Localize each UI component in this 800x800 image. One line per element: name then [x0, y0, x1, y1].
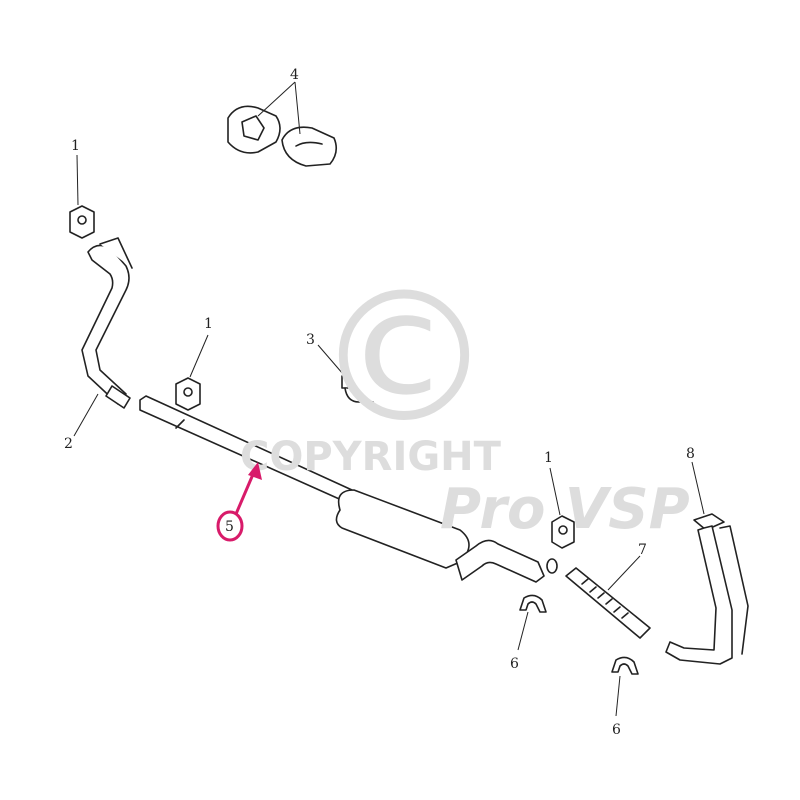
- callout-7: 7: [638, 542, 647, 558]
- callout-1-mid: 1: [204, 316, 213, 332]
- callout-3: 3: [306, 332, 315, 348]
- part-7-flex-pipe[interactable]: [565, 555, 651, 639]
- part-8-downpipe[interactable]: [665, 461, 749, 665]
- callout-8: 8: [686, 446, 695, 462]
- part-5-middle-pipe-muffler[interactable]: [139, 395, 558, 583]
- callout-1-right: 1: [544, 450, 553, 466]
- part-4-hangers[interactable]: [227, 81, 338, 167]
- watermark-symbol: ©: [314, 254, 494, 463]
- part-2-front-pipe[interactable]: [73, 237, 133, 437]
- callout-1-left: 1: [71, 138, 80, 154]
- callout-5: 5: [225, 519, 234, 535]
- watermark-copyright: COPYRIGHT: [240, 434, 502, 480]
- part-1-mount-left[interactable]: [69, 154, 95, 239]
- part-6-clamp-b[interactable]: [611, 656, 639, 717]
- part-6-clamp-a[interactable]: [517, 594, 547, 651]
- watermark: © COPYRIGHT Pro VSP: [240, 254, 690, 542]
- callout-4: 4: [290, 67, 299, 83]
- callout-6-b: 6: [612, 722, 621, 738]
- callout-6-a: 6: [510, 656, 519, 672]
- highlighted-callout-5: 5: [216, 462, 262, 542]
- part-1-mount-right[interactable]: [549, 467, 575, 549]
- part-3-bolt[interactable]: [317, 344, 374, 403]
- part-1-mount-mid[interactable]: [175, 334, 209, 411]
- callout-2: 2: [64, 436, 73, 452]
- watermark-brand: Pro VSP: [440, 477, 690, 542]
